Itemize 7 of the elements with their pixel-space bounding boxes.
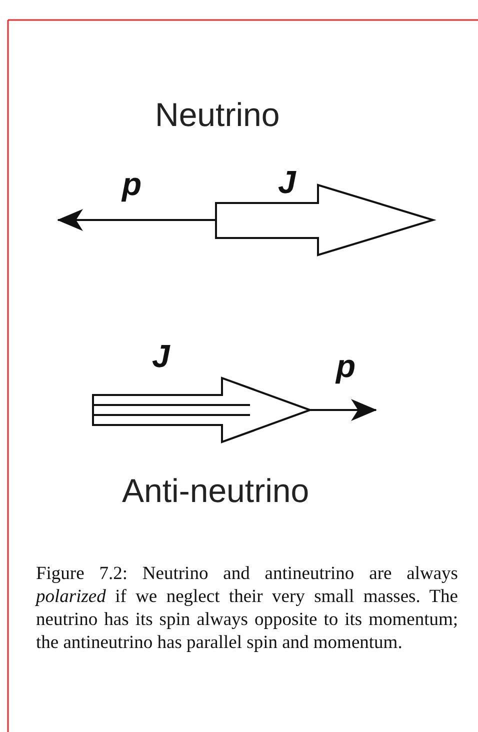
figure-caption: Figure 7.2: Neutrino and antineutrino are always polarized if we neglect their very small masses. The neutrino has its spin always opposite to its momentum; the antineutrino has parallel spin and momentum. [36,563,458,655]
spin-label: J [278,166,296,198]
particle-label: Neutrino [155,98,280,131]
momentum-label: p [122,168,142,200]
momentum-label: p [336,350,356,382]
spin-label: J [152,340,170,372]
particle-label: Anti-neutrino [122,474,310,507]
